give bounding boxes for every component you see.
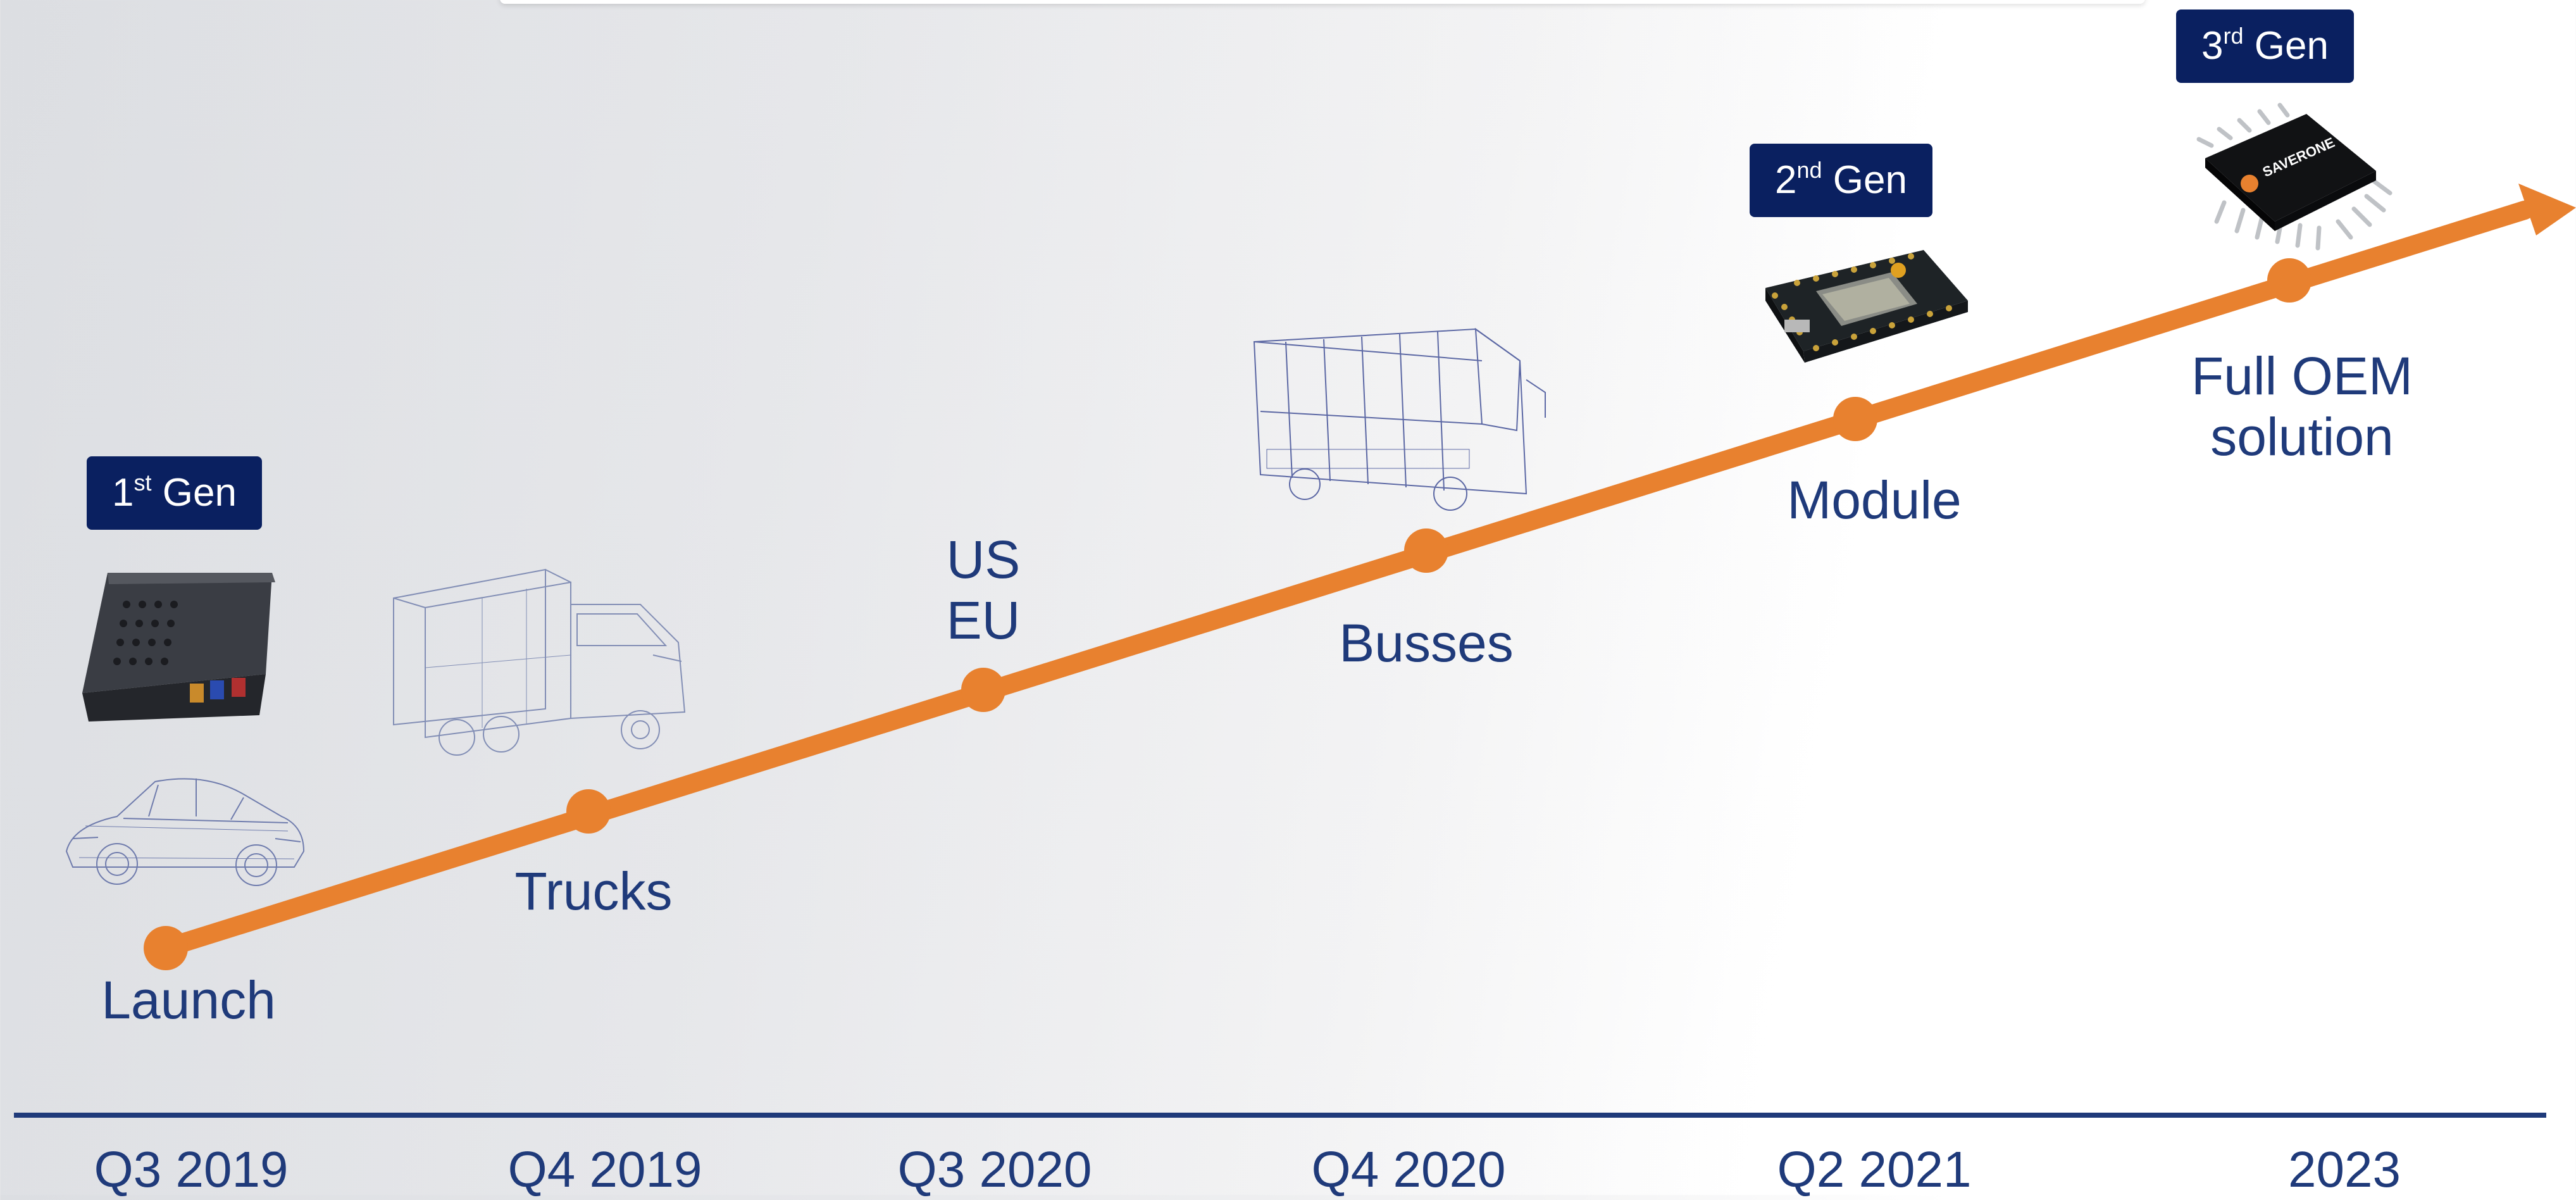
milestone-label-us-eu: US EU: [946, 530, 1021, 650]
milestone-dot-module: [1833, 397, 1877, 441]
chip-3rd-gen-image: SAVERONE: [2196, 103, 2392, 251]
milestone-dot-busses: [1404, 528, 1448, 573]
module-2nd-gen-image: [1765, 250, 1968, 363]
milestone-dot-launch: [144, 926, 188, 970]
milestone-dot-full-oem: [2267, 258, 2312, 303]
top-bar: [500, 0, 2145, 4]
date-q4-2019: Q4 2019: [507, 1141, 702, 1197]
milestone-label-full-oem: Full OEM solution: [2191, 346, 2413, 466]
date-q3-2019: Q3 2019: [94, 1141, 289, 1197]
milestone-label-trucks: Trucks: [514, 861, 673, 921]
timeline-arrowhead: [2518, 184, 2576, 235]
timeline-baseline: [14, 1113, 2546, 1118]
gen-badge-3: 3rd Gen: [2176, 9, 2354, 83]
device-1st-gen-image: [82, 573, 275, 722]
date-q4-2020: Q4 2020: [1311, 1141, 1506, 1197]
truck-wireframe-image: [393, 568, 686, 756]
gen-badge-2: 2nd Gen: [1750, 144, 1932, 217]
milestone-label-busses: Busses: [1339, 613, 1514, 673]
milestone-dot-trucks: [566, 789, 611, 834]
date-q3-2020: Q3 2020: [897, 1141, 1092, 1197]
milestone-label-launch: Launch: [101, 970, 276, 1030]
milestone-dot-us-eu: [961, 668, 1005, 712]
gen-badge-1: 1st Gen: [87, 456, 262, 530]
milestone-label-module: Module: [1787, 470, 1962, 530]
timeline-line: [156, 201, 2534, 958]
date-q2-2021: Q2 2021: [1777, 1141, 1972, 1197]
car-wireframe-image: [65, 778, 305, 886]
bus-wireframe-image: [1253, 327, 1546, 511]
date-2023: 2023: [2288, 1141, 2401, 1197]
